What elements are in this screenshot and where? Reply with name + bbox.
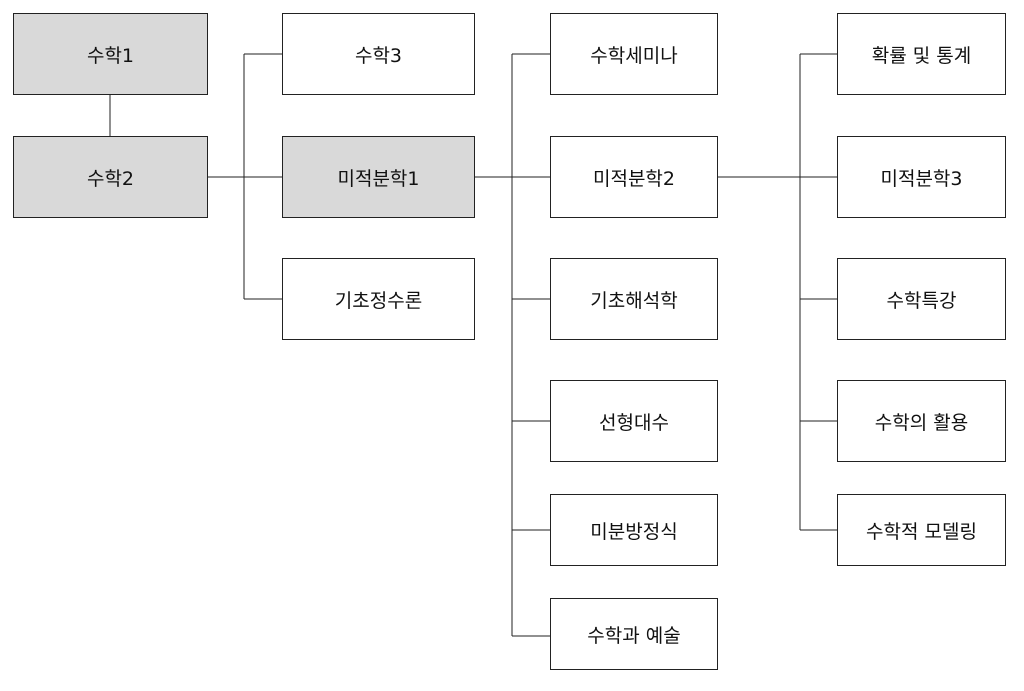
node-math2: 수학2 (13, 136, 208, 218)
node-math-seminar: 수학세미나 (550, 13, 718, 95)
node-special-lectures: 수학특강 (837, 258, 1006, 340)
node-differential-equations: 미분방정식 (550, 494, 718, 566)
node-math-and-art: 수학과 예술 (550, 598, 718, 670)
node-math1: 수학1 (13, 13, 208, 95)
node-calc1: 미적분학1 (282, 136, 475, 218)
node-math-modeling: 수학적 모델링 (837, 494, 1006, 566)
node-math3: 수학3 (282, 13, 475, 95)
node-basic-number-theory: 기초정수론 (282, 258, 475, 340)
node-linear-algebra: 선형대수 (550, 380, 718, 462)
node-probability-statistics: 확률 및 통계 (837, 13, 1006, 95)
node-applications-of-math: 수학의 활용 (837, 380, 1006, 462)
node-basic-analysis: 기초해석학 (550, 258, 718, 340)
node-calc2: 미적분학2 (550, 136, 718, 218)
node-calc3: 미적분학3 (837, 136, 1006, 218)
